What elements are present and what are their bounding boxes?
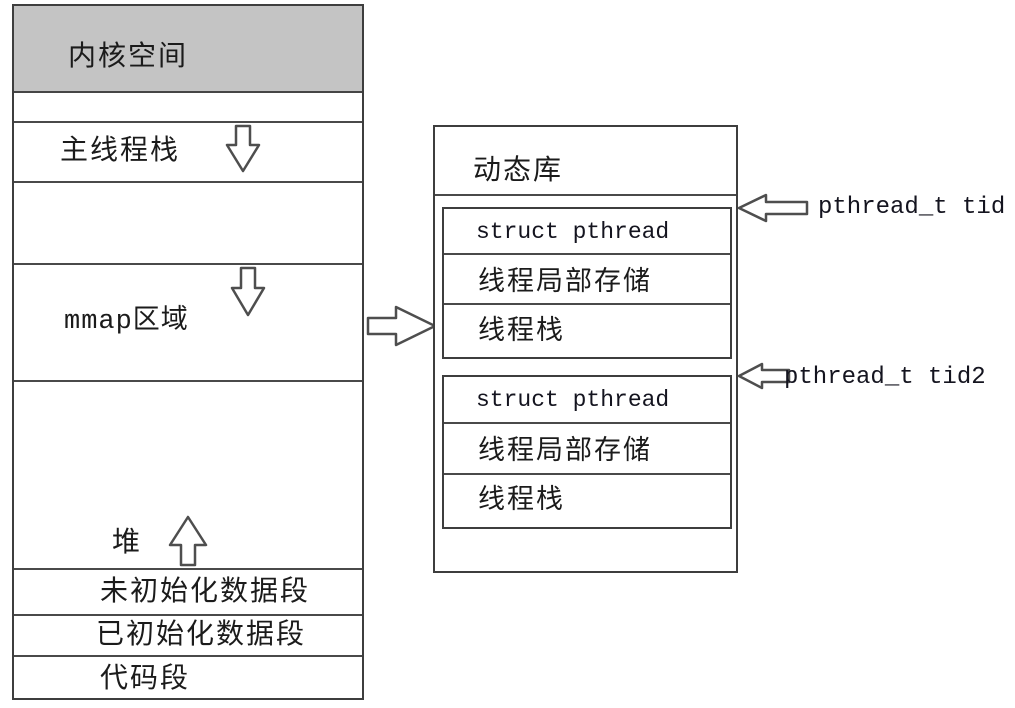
mmap-area-label: mmap区域 xyxy=(64,307,189,337)
section-divider xyxy=(14,568,362,570)
thread-local-storage-row: 线程局部存储 xyxy=(478,435,652,465)
main-thread-stack-label: 主线程栈 xyxy=(60,134,181,165)
data-segment-label: 已初始化数据段 xyxy=(96,618,307,649)
tid2-pointer-arrow-icon xyxy=(737,362,791,390)
tid-label: pthread_t tid xyxy=(818,194,1006,221)
section-divider xyxy=(14,263,362,265)
row-divider xyxy=(444,303,730,305)
row-divider xyxy=(444,422,730,424)
mmap-to-library-arrow-icon xyxy=(366,305,437,347)
grow-down-arrow-icon xyxy=(225,124,261,173)
section-divider xyxy=(14,181,362,183)
dynamic-library-title: 动态库 xyxy=(473,154,564,185)
struct-pthread-row: struct pthread xyxy=(476,387,670,413)
tid2-label: pthread_t tid2 xyxy=(784,364,986,391)
kernel-space-label: 内核空间 xyxy=(68,40,189,71)
struct-pthread-row: struct pthread xyxy=(476,219,670,245)
row-divider xyxy=(444,253,730,255)
row-divider xyxy=(444,473,730,475)
code-segment-label: 代码段 xyxy=(100,662,191,693)
thread-stack-row: 线程栈 xyxy=(478,315,565,345)
tid-pointer-arrow-icon xyxy=(737,193,809,223)
kernel-space-section xyxy=(14,6,362,93)
thread-block-tid: struct pthread 线程局部存储 线程栈 xyxy=(442,207,732,359)
thread-block-tid2: struct pthread 线程局部存储 线程栈 xyxy=(442,375,732,529)
thread-stack-row: 线程栈 xyxy=(478,484,565,514)
process-address-space-box: 内核空间 主线程栈 mmap区域 堆 未初始化数据段 已初始化数据段 代码段 xyxy=(12,4,364,700)
heap-label: 堆 xyxy=(112,526,143,557)
section-divider xyxy=(14,380,362,382)
thread-local-storage-row: 线程局部存储 xyxy=(478,266,652,296)
section-divider xyxy=(14,614,362,616)
section-divider xyxy=(14,121,362,123)
section-divider xyxy=(14,655,362,657)
bss-segment-label: 未初始化数据段 xyxy=(100,575,311,606)
grow-down-arrow-icon xyxy=(230,266,266,317)
dynamic-library-box: 动态库 struct pthread 线程局部存储 线程栈 struct pth… xyxy=(433,125,738,573)
title-divider xyxy=(435,194,736,196)
grow-up-arrow-icon xyxy=(168,515,208,567)
